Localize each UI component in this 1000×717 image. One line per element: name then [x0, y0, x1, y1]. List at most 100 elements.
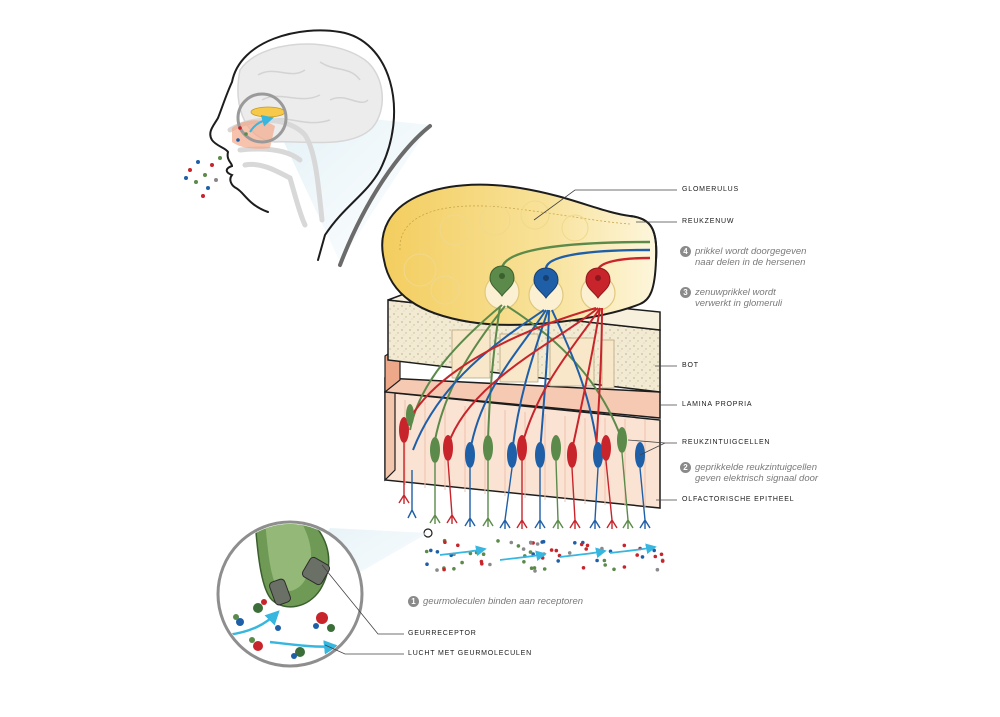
label-glomerulus: GLOMERULUS — [682, 186, 740, 193]
odor-molecule — [442, 567, 446, 572]
odor-molecule — [435, 568, 439, 572]
odor-molecule — [456, 543, 460, 548]
zoom-arc — [338, 124, 432, 267]
step-1: 1 geurmoleculen binden aan receptoren — [408, 596, 583, 607]
step-text-line1: geurmoleculen binden aan receptoren — [423, 596, 584, 607]
odor-molecule — [595, 558, 599, 563]
leader-lines — [321, 189, 677, 655]
odor-molecule — [622, 565, 627, 569]
odor-molecule — [653, 554, 658, 559]
odor-molecule — [612, 567, 616, 572]
label-bone: BOT — [682, 362, 699, 369]
small-olfactory-bulb — [250, 106, 286, 118]
head-illustration — [184, 29, 432, 267]
step-text-line2: geven elektrisch signaal door — [695, 473, 819, 484]
airflow-arrow-icon — [559, 547, 607, 559]
odor-molecule — [660, 559, 665, 563]
odor-molecule — [554, 548, 559, 553]
odor-molecule — [528, 540, 533, 545]
bone-foramina — [451, 329, 615, 389]
odor-molecule — [556, 559, 560, 563]
brain-folds — [257, 61, 369, 124]
airflow-arrow-icon — [499, 550, 547, 562]
mucus-molecules — [424, 538, 665, 573]
odor-molecule — [622, 543, 627, 548]
odor-molecule — [468, 551, 473, 556]
air-flow-arrow-icon — [227, 610, 280, 637]
odor-molecule — [496, 539, 500, 543]
odor-molecule — [635, 553, 639, 557]
odor-molecule — [509, 540, 514, 545]
step-4: 4 prikkel wordt doorgegeven naar delen in… — [680, 246, 806, 268]
receptor-zoom — [216, 520, 428, 668]
odor-molecule — [567, 551, 572, 555]
airflow-arrow-icon — [439, 545, 487, 557]
glomeruli-background — [403, 200, 589, 305]
step-number: 4 — [680, 246, 691, 257]
receptor-proteins — [269, 556, 331, 606]
odor-molecule — [425, 562, 429, 566]
label-olfactory-nerve: REUKZENUW — [682, 218, 735, 225]
odor-molecule — [585, 543, 590, 548]
step-text-line1: zenuwprikkel wordt — [695, 287, 776, 298]
odor-molecule — [584, 547, 588, 551]
label-olfactory-epithelium: OLFACTORISCHE EPITHEEL — [682, 496, 795, 503]
olfactory-receptor-cells — [399, 404, 645, 468]
odor-molecule — [480, 562, 484, 566]
odor-molecules-zoomed — [233, 599, 335, 659]
odor-molecule — [460, 560, 464, 565]
odor-molecule — [532, 566, 537, 570]
odor-molecule — [581, 566, 586, 570]
odor-molecule — [602, 558, 607, 563]
step-number: 1 — [408, 596, 419, 607]
odor-molecule — [640, 555, 645, 559]
odor-molecule — [542, 567, 547, 571]
label-lamina-propria: LAMINA PROPRIA — [682, 401, 753, 408]
step-text-line1: prikkel wordt doorgegeven — [695, 246, 807, 257]
odor-molecule — [529, 566, 534, 570]
odor-molecule — [652, 548, 656, 553]
odor-molecule — [540, 556, 545, 560]
odor-molecule — [488, 562, 492, 567]
odor-molecule — [549, 548, 554, 552]
air-arrow-icon — [249, 114, 274, 133]
odor-molecule — [579, 542, 584, 547]
odor-molecule — [573, 541, 577, 545]
odor-molecule — [435, 550, 440, 554]
airflow-arrow-icon — [609, 543, 657, 555]
step-text-line2: verwerkt in glomeruli — [695, 298, 783, 309]
label-air-with-molecules: LUCHT MET GEURMOLECULEN — [408, 650, 532, 657]
odor-molecule — [659, 552, 664, 557]
receptor-axons — [403, 304, 623, 453]
olfactory-tissue-block — [381, 183, 661, 538]
air-flow-arrow-icon — [269, 640, 339, 655]
odor-molecule — [603, 563, 607, 567]
odor-molecule — [443, 540, 447, 544]
odor-molecule — [429, 548, 433, 553]
odor-molecule — [521, 547, 526, 551]
step-text-line1: geprikkelde reukzintuigcellen — [695, 462, 817, 473]
label-olfactory-cells: REUKZINTUIGCELLEN — [682, 439, 771, 446]
odor-molecule — [535, 542, 540, 546]
label-odor-receptor: GEURRECEPTOR — [408, 630, 477, 637]
step-2: 2 geprikkelde reukzintuigcellen geven ele… — [680, 462, 818, 484]
step-3: 3 zenuwprikkel wordt verwerkt in glomerul… — [680, 287, 782, 309]
odor-molecule — [540, 540, 544, 544]
mitral-cells — [489, 265, 611, 299]
odor-molecule — [424, 549, 429, 554]
odor-molecule — [452, 567, 456, 571]
odor-molecule — [516, 544, 521, 548]
odor-molecule — [528, 550, 533, 554]
odor-molecule — [522, 560, 526, 564]
odor-molecule — [655, 567, 660, 572]
odor-molecule — [533, 569, 537, 573]
step-number: 2 — [680, 462, 691, 473]
step-text-line2: naar delen in de hersenen — [695, 257, 806, 268]
inhaled-molecules — [184, 126, 248, 198]
magnifier-circle-head — [236, 92, 288, 144]
head-outline — [209, 29, 395, 261]
odor-molecule — [481, 552, 486, 556]
cilia — [398, 443, 651, 529]
step-number: 3 — [680, 287, 691, 298]
